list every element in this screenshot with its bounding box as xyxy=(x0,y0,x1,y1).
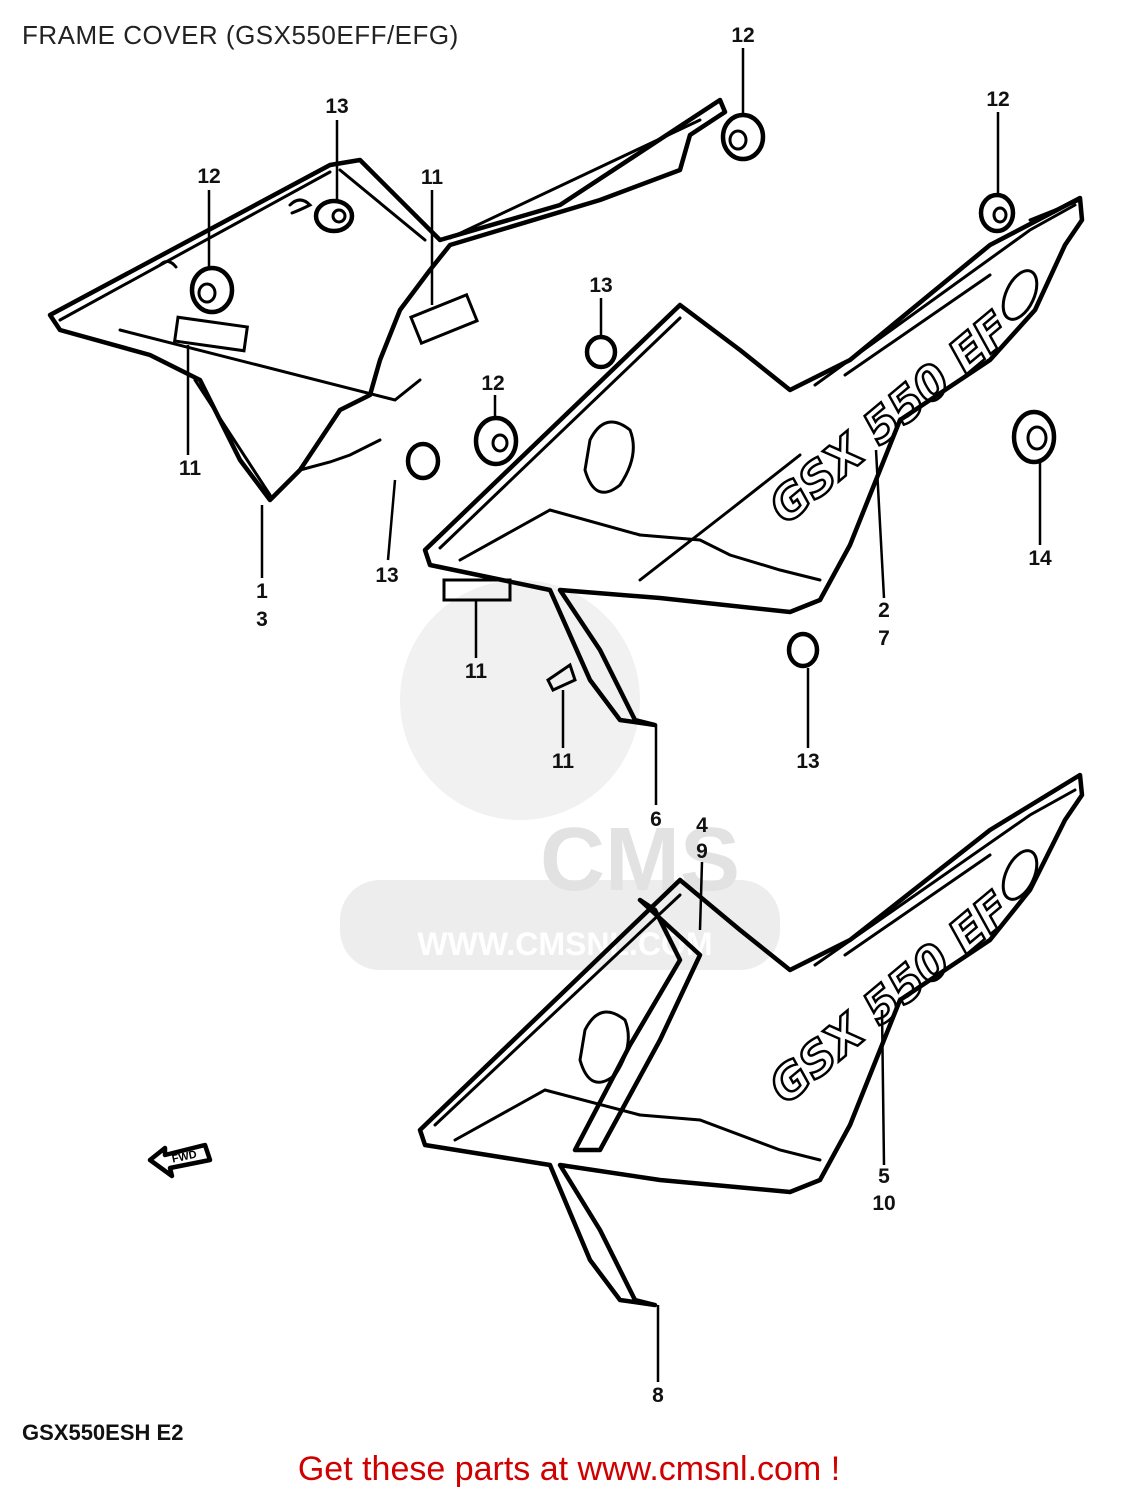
decal-lower: GSX 550 EF xyxy=(759,882,1021,1114)
callout-12: 12 xyxy=(197,165,220,188)
grommet-13b xyxy=(584,334,618,370)
grommet-12b xyxy=(189,265,235,315)
model-code: GSX550ESH E2 xyxy=(22,1420,184,1445)
callout-8: 8 xyxy=(652,1384,664,1407)
grommet-14 xyxy=(1011,409,1057,465)
callout-12: 12 xyxy=(481,372,504,395)
watermark-url: WWW.CMSNL.COM xyxy=(417,926,712,962)
callout-10: 10 xyxy=(872,1192,895,1215)
callout-13: 13 xyxy=(375,564,398,587)
callout-labels: 12 13 11 12 11 1 3 13 12 12 13 14 2 7 11… xyxy=(179,24,1052,1407)
left-frame-cover xyxy=(47,97,728,503)
callout-3: 3 xyxy=(256,608,268,631)
cms-watermark: CMS WWW.CMSNL.COM xyxy=(340,580,780,970)
grommet-13d xyxy=(786,631,820,669)
grommet-13a xyxy=(313,198,355,234)
callout-1: 1 xyxy=(256,580,268,603)
page-title: FRAME COVER (GSX550EFF/EFG) xyxy=(22,20,459,50)
leader-lines xyxy=(186,48,1042,1382)
decal-upper: GSX 550 EF xyxy=(759,302,1021,534)
callout-4: 4 xyxy=(696,814,708,837)
callout-13: 13 xyxy=(325,95,348,118)
callout-6: 6 xyxy=(650,808,662,831)
callout-11: 11 xyxy=(552,750,575,773)
callout-11: 11 xyxy=(179,457,202,480)
callout-7: 7 xyxy=(878,627,890,650)
callout-13: 13 xyxy=(796,750,819,773)
callout-5: 5 xyxy=(878,1165,890,1188)
callout-14: 14 xyxy=(1028,547,1052,570)
grommet-12d xyxy=(473,415,519,467)
watermark-brand: CMS xyxy=(540,810,740,910)
grommet-13c xyxy=(405,441,441,481)
grommet-12c xyxy=(978,192,1016,234)
right-frame-cover-lower: GSX 550 EF xyxy=(417,772,1085,1308)
callout-9: 9 xyxy=(696,840,708,863)
front-arrow: FWD xyxy=(147,1142,213,1179)
callout-11: 11 xyxy=(465,660,488,683)
callout-12: 12 xyxy=(731,24,754,47)
callout-2: 2 xyxy=(878,599,890,622)
footer-link[interactable]: Get these parts at www.cmsnl.com ! xyxy=(297,1450,841,1488)
callout-11: 11 xyxy=(421,166,444,189)
callout-12: 12 xyxy=(986,88,1009,111)
callout-13: 13 xyxy=(589,274,612,297)
front-arrow-label: FWD xyxy=(171,1149,198,1166)
